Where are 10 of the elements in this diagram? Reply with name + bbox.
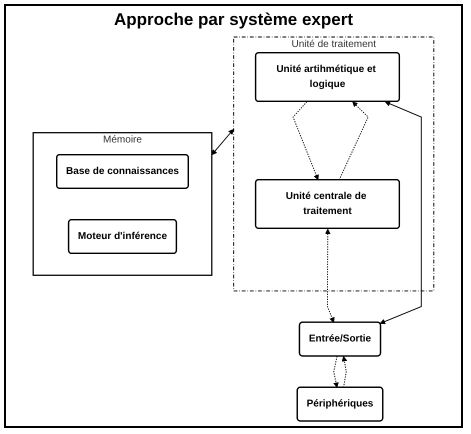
diagram-frame: Approche par système expert Unité de traitement Mémoire Base de connaissances Moteur d'inférence Unité artihmétique et logique Unité centrale de traitement Entrée/Sortie Périphériques (4, 4, 463, 428)
arrow (338, 101, 369, 180)
cluster (233, 36, 434, 292)
arrow (212, 129, 234, 156)
arrow (380, 101, 422, 324)
arrow (333, 356, 339, 388)
cluster (32, 132, 212, 276)
diagram-title: Approche par système expert (112, 10, 354, 30)
arrow (325, 228, 335, 323)
arrow (292, 101, 319, 180)
